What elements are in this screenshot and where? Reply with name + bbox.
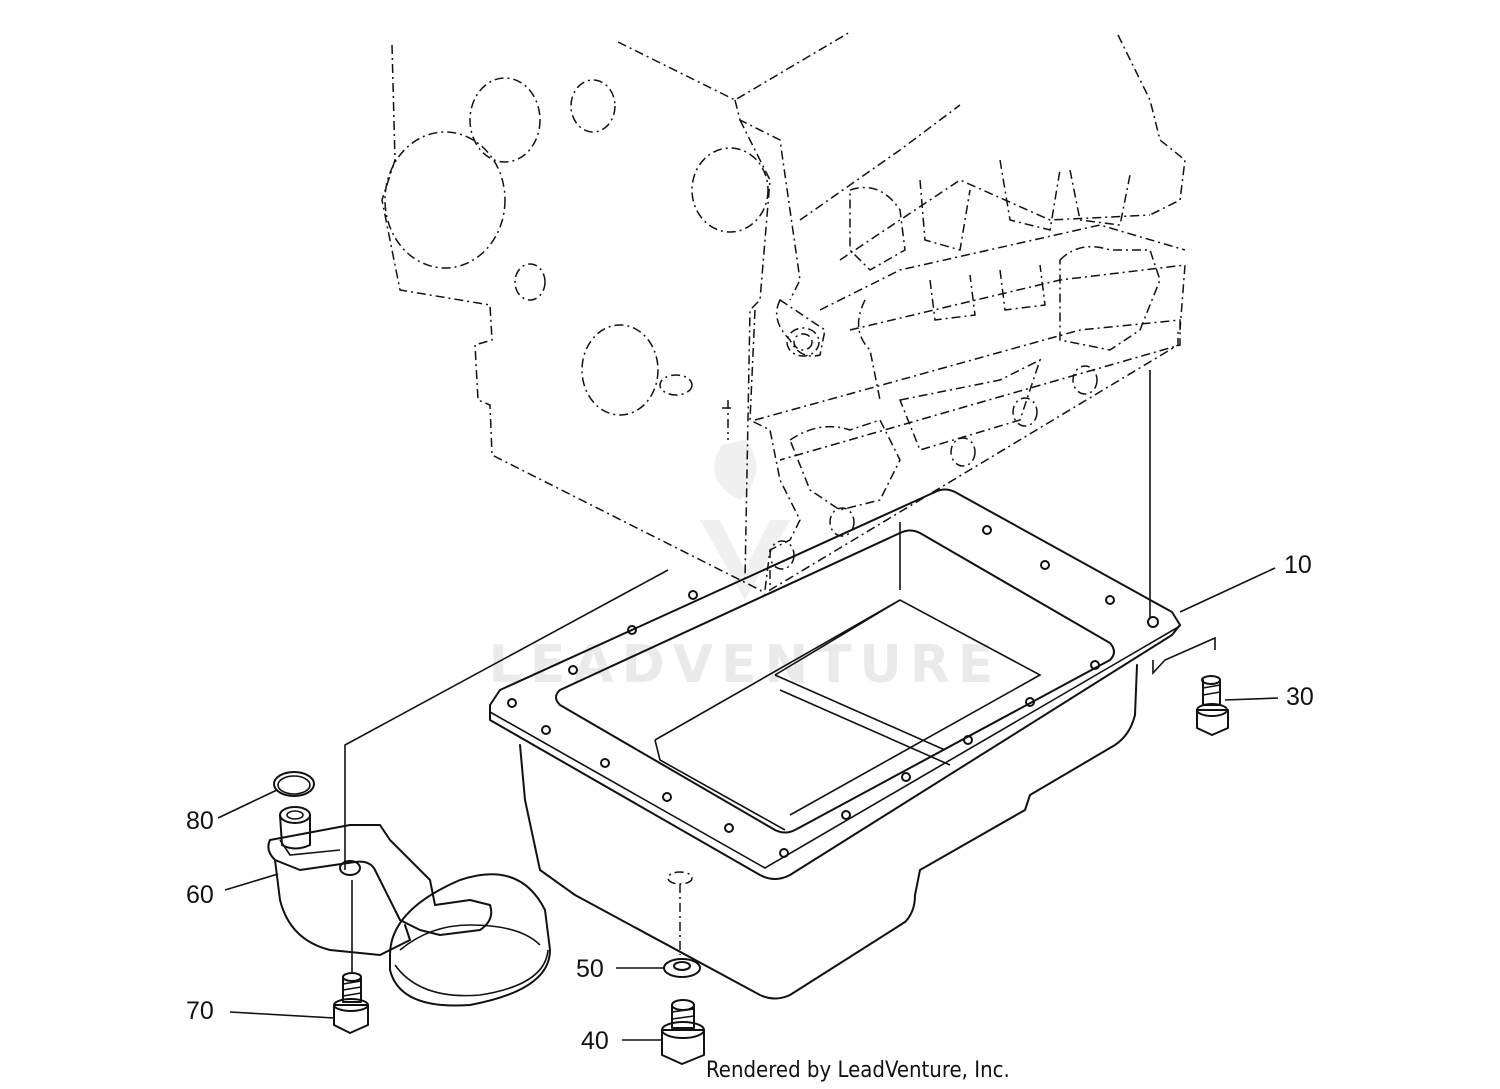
callout-30: 30 [1286,683,1314,711]
oil-pan [489,370,1216,1000]
oil-strainer [267,569,669,1007]
render-credit: Rendered by LeadVenture, Inc. [706,1058,1010,1083]
watermark-text: LEADVENTURE [489,635,1002,695]
leader-lines [217,567,1279,1041]
callout-40: 40 [581,1027,609,1055]
bolt-30 [1196,675,1229,736]
o-ring [273,771,315,797]
callout-70: 70 [186,997,214,1025]
callout-60: 60 [186,881,214,909]
engine-block [381,31,1186,596]
callout-10: 10 [1284,551,1312,579]
drain-plug [661,871,705,1065]
bolt-70 [333,880,369,1034]
flange-bolt-holes [507,525,1159,858]
callout-50: 50 [576,955,604,983]
callout-labels: 10 30 40 50 60 70 80 [186,551,1314,1055]
callout-80: 80 [186,807,214,835]
